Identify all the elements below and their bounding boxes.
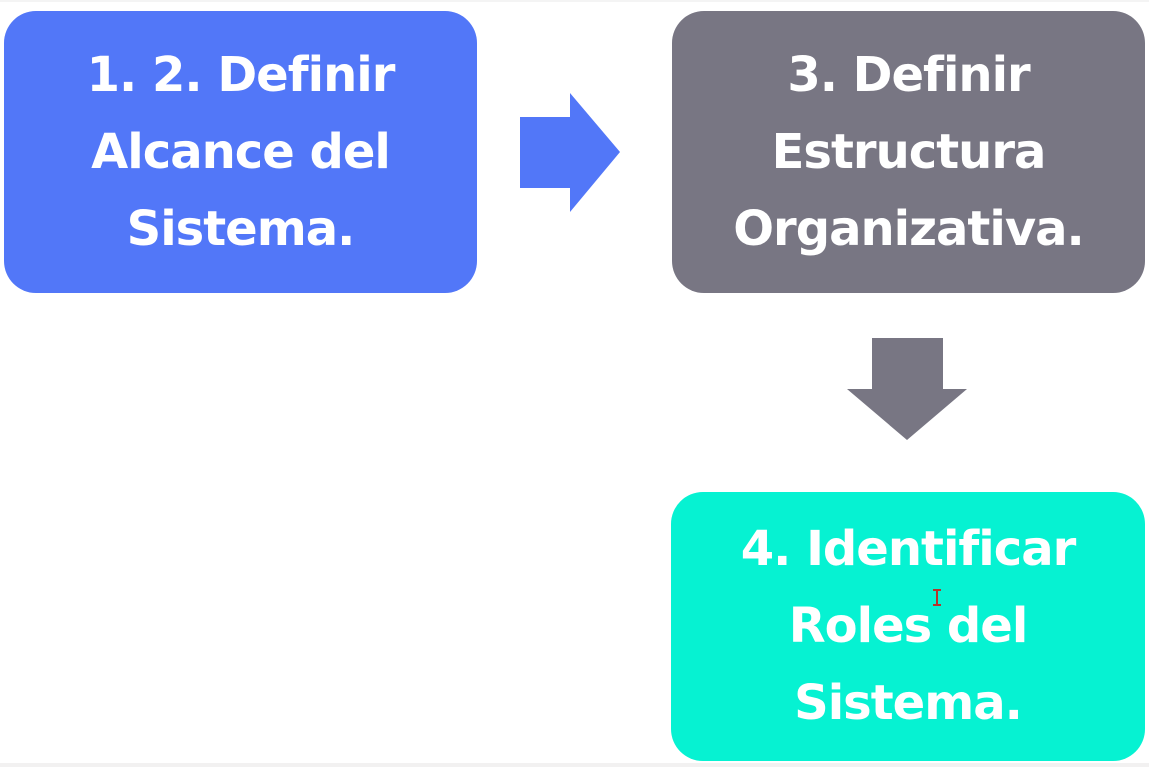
ibeam-cursor-icon — [936, 589, 938, 606]
step-box-line: 1. 2. Definir — [86, 46, 396, 103]
step-box-identify-roles[interactable]: 4. Identificar Roles del Sistema. — [671, 492, 1145, 761]
step-box-line: Alcance del — [91, 123, 391, 180]
step-box-line: 3. Definir — [787, 46, 1030, 103]
step-box-define-scope[interactable]: 1. 2. Definir Alcance del Sistema. — [4, 11, 477, 293]
top-edge-divider — [0, 0, 1149, 2]
bottom-edge-strip — [0, 763, 1149, 767]
step-box-line: Sistema. — [126, 200, 356, 257]
step-box-line: Sistema. — [794, 675, 1023, 731]
step-box-line: Organizativa. — [733, 200, 1084, 257]
right-arrow-connector[interactable] — [520, 93, 620, 213]
step-box-line: Estructura — [771, 123, 1047, 180]
step-box-define-structure[interactable]: 3. Definir Estructura Organizativa. — [672, 11, 1145, 293]
step-box-line: 4. Identificar — [740, 521, 1077, 577]
ibeam-cursor-icon — [933, 604, 941, 606]
down-arrow-shape — [847, 338, 967, 440]
step-box-line: Roles del — [788, 598, 1029, 654]
down-arrow-connector[interactable] — [847, 338, 967, 440]
right-arrow-shape — [520, 93, 620, 212]
